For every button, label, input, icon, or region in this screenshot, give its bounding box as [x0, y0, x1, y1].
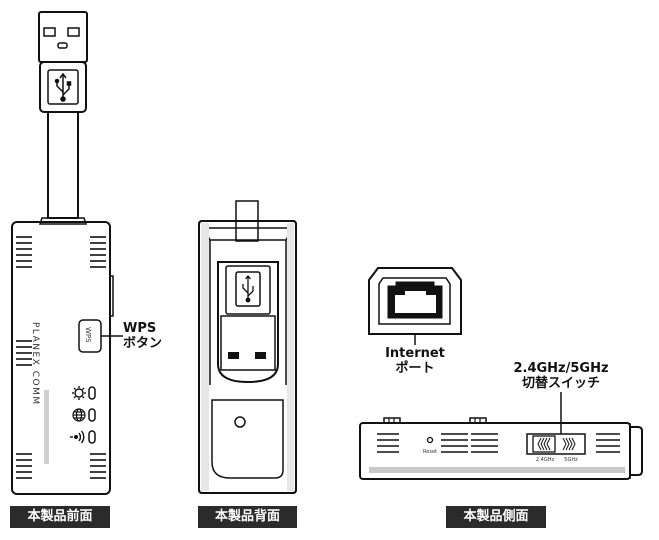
stored-plug-housing	[217, 261, 279, 384]
side-bottom-stripe	[369, 467, 625, 473]
back-top-lip	[201, 227, 295, 241]
reset-text: Reset	[423, 449, 437, 455]
wireless-led	[88, 430, 96, 444]
front-view	[11, 11, 123, 495]
side-device	[359, 392, 643, 480]
front-device-body	[11, 221, 111, 495]
gear-icon	[72, 386, 86, 400]
usb-plug-connector	[38, 11, 88, 63]
internet-port-label: Internet ポート	[380, 346, 450, 376]
wps-callout-line2: ボタン	[123, 336, 163, 351]
side-nub	[109, 275, 114, 317]
back-shade-left	[201, 223, 209, 491]
back-screw-hole	[234, 416, 246, 428]
internet-label-line2: ポート	[395, 361, 435, 376]
wifi-icon	[70, 430, 85, 444]
wps-button-text: WPS	[84, 327, 92, 343]
front-caption: 本製品前面	[10, 506, 110, 528]
back-shade-right	[287, 223, 294, 491]
front-accent-stripe	[44, 390, 49, 464]
stored-plug-logo-frame	[235, 271, 261, 307]
back-view	[198, 200, 297, 494]
wps-callout-line1: WPS	[123, 321, 157, 336]
band1-text: 2.4GHz	[536, 457, 555, 463]
switch-label-line2: 切替スイッチ	[521, 376, 600, 391]
usb-icon	[54, 72, 72, 102]
front-vents	[16, 236, 106, 479]
stored-plug-body	[225, 265, 271, 315]
switch-chevrons	[537, 437, 576, 451]
usb-plug-hole-left	[43, 27, 56, 37]
status-leds	[88, 386, 96, 444]
side-caption: 本製品側面	[446, 506, 546, 528]
side-cap	[630, 426, 643, 476]
usb-plug-hole-right	[67, 27, 80, 37]
top-tab-left	[383, 417, 401, 424]
band-switch-label: 2.4GHz/5GHz 切替スイッチ	[512, 361, 610, 391]
top-tab-right	[469, 417, 487, 424]
internet-port-enlarged	[368, 267, 462, 345]
back-caption: 本製品背面	[198, 506, 297, 528]
wps-callout-label: WPS ボタン	[123, 321, 165, 351]
port-housing	[368, 267, 462, 335]
back-lower-flap	[211, 399, 284, 479]
usb-cable	[47, 111, 79, 219]
switch-label-line1: 2.4GHz/5GHz	[513, 361, 609, 376]
back-usb-icon	[242, 274, 254, 303]
band2-text: 5GHz	[564, 457, 578, 463]
stored-plug-metal	[220, 315, 276, 371]
band-switch-knob	[532, 435, 556, 453]
globe-icon	[72, 408, 86, 422]
internet-led	[88, 408, 96, 422]
band-switch[interactable]	[526, 433, 586, 455]
side-tab-ticks	[388, 418, 481, 423]
usb-plug-slot	[57, 42, 68, 49]
brand-text: PLANEX COMM	[30, 322, 40, 406]
reset-hole[interactable]	[426, 436, 434, 444]
port-inner-frame	[378, 277, 451, 325]
plug-hole-left	[228, 352, 239, 359]
plug-hole-right	[255, 352, 266, 359]
power-led	[88, 386, 96, 400]
side-vents	[377, 433, 620, 453]
usb-logo-frame	[47, 69, 79, 105]
internet-label-line1: Internet	[385, 346, 445, 361]
